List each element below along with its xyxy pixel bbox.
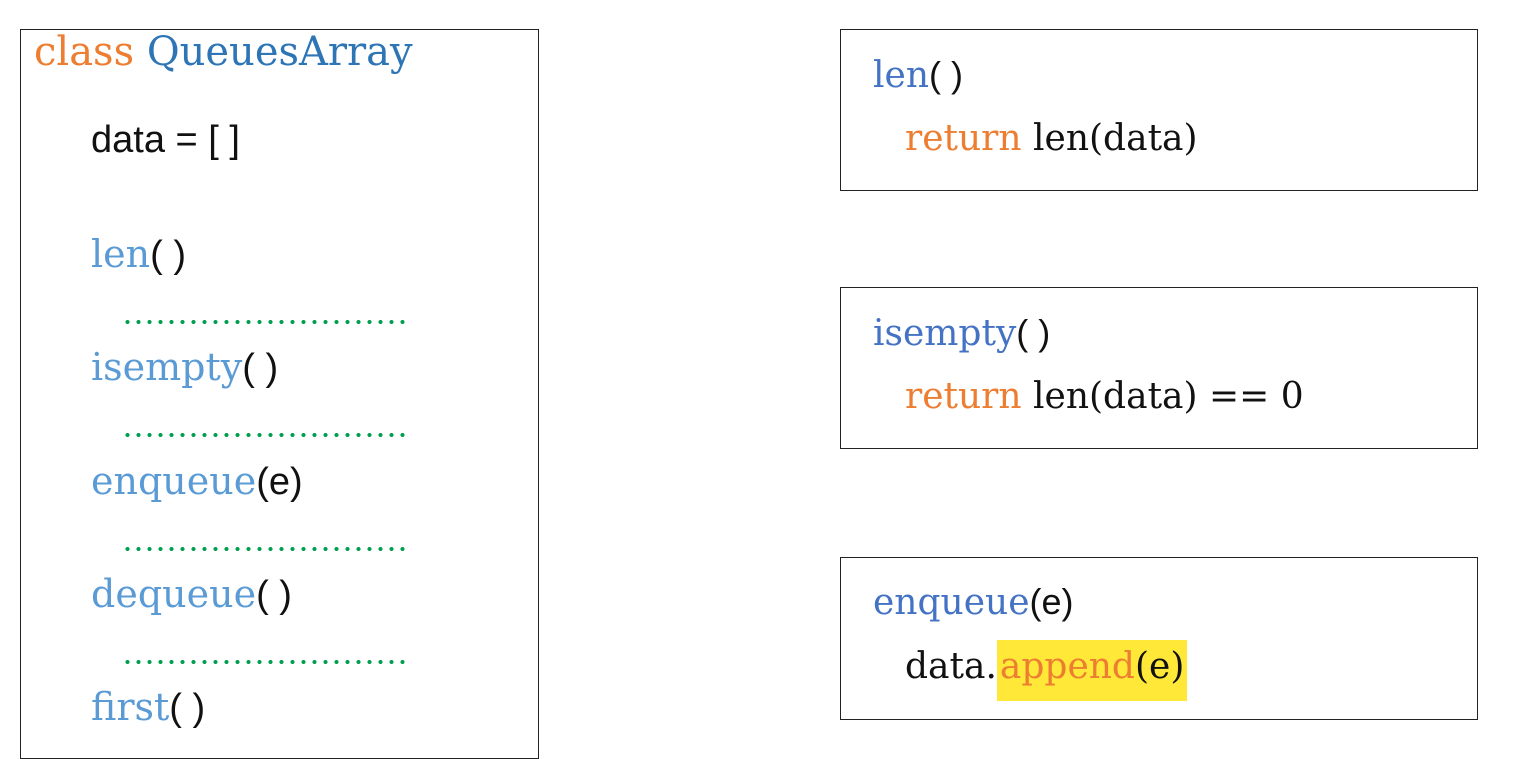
method-name: isempty [873, 313, 1017, 354]
enqueue-implementation-box: enqueue(e) data.append(e) [840, 557, 1478, 720]
method-len: len( ) [91, 235, 186, 274]
append-call: append [999, 646, 1135, 687]
method-name: dequeue [91, 572, 257, 616]
method-args: ( ) [150, 234, 186, 276]
method-args: ( ) [929, 54, 963, 95]
method-first: first( ) [91, 688, 205, 727]
return-keyword: return [905, 376, 1022, 417]
method-name: len [873, 55, 930, 96]
method-name: enqueue [91, 459, 257, 503]
box-body-line: data.append(e) [905, 640, 1188, 701]
method-enqueue: enqueue(e) [91, 462, 303, 501]
dotted-placeholder [122, 546, 408, 552]
class-header: class QueuesArray [34, 32, 413, 72]
box-body-line: return len(data) == 0 [905, 379, 1304, 415]
dotted-placeholder [122, 659, 408, 665]
box-body-line: return len(data) [905, 121, 1198, 157]
method-name: enqueue [873, 582, 1030, 623]
dotted-placeholder [122, 319, 408, 325]
return-expression: len(data) [1021, 118, 1198, 159]
class-outline-panel: class QueuesArray data = [ ] len( ) isem… [20, 29, 539, 759]
method-dequeue: dequeue( ) [91, 575, 292, 614]
return-expression: len(data) == 0 [1021, 376, 1304, 417]
data-declaration: data = [ ] [91, 119, 240, 161]
method-args: (e) [256, 461, 303, 503]
class-keyword: class [34, 29, 135, 75]
box-signature: enqueue(e) [873, 584, 1074, 621]
dotted-placeholder [122, 432, 408, 438]
method-isempty: isempty( ) [91, 348, 278, 387]
method-name: len [91, 232, 151, 276]
call-args: (e) [1134, 646, 1185, 687]
highlighted-call: append(e) [996, 640, 1188, 701]
method-args: ( ) [242, 347, 279, 389]
len-implementation-box: len( ) return len(data) [840, 29, 1478, 191]
method-args: ( ) [256, 574, 292, 616]
isempty-implementation-box: isempty( ) return len(data) == 0 [840, 287, 1478, 449]
box-signature: len( ) [873, 57, 963, 94]
method-args: ( ) [169, 687, 206, 729]
box-signature: isempty( ) [873, 315, 1050, 352]
object-reference: data. [905, 646, 997, 687]
return-keyword: return [905, 118, 1022, 159]
method-args: (e) [1029, 581, 1074, 622]
class-name: QueuesArray [146, 29, 413, 75]
method-name: isempty [91, 345, 243, 389]
method-args: ( ) [1016, 312, 1051, 353]
method-name: first [91, 685, 170, 729]
